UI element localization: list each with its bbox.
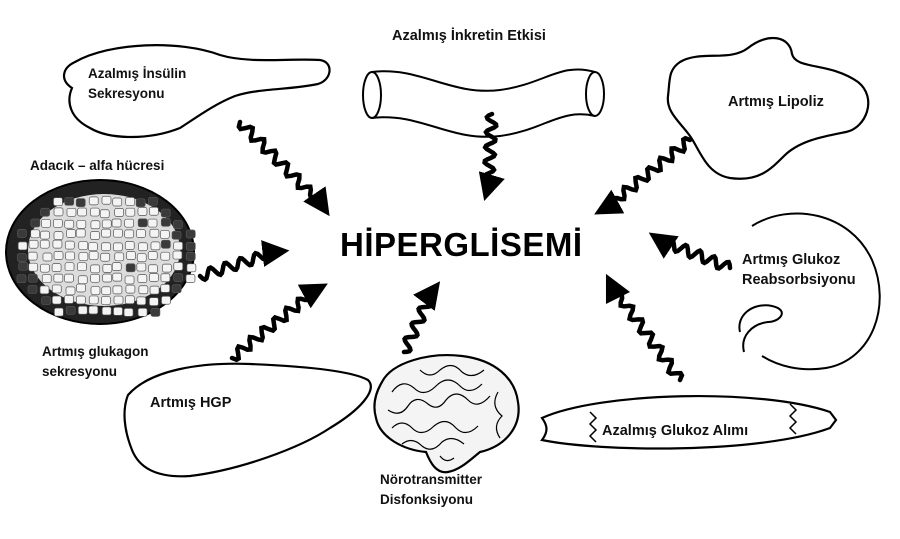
muscle-icon	[540, 394, 838, 450]
insulin-label: Azalmış İnsülin Sekresyonu	[88, 64, 186, 104]
liver-icon	[123, 362, 372, 478]
lipolysis-label: Artmış Lipoliz	[728, 92, 824, 112]
brain-icon	[373, 354, 520, 474]
arrow-from-brain	[401, 281, 441, 355]
adipose-icon	[666, 36, 870, 180]
glucose-reabsorption-line1: Artmış Glukoz	[742, 252, 841, 268]
arrow-from-muscle	[605, 273, 685, 383]
hgp-label: Artmış HGP	[150, 393, 231, 413]
insulin-label-line2: Sekresyonu	[88, 86, 165, 101]
neurotransmitter-label: Nörotransmitter Disfonksiyonu	[380, 470, 482, 510]
arrow-from-liver	[229, 283, 328, 363]
wavy-arrow-group	[197, 111, 733, 383]
arrow-from-kidney	[648, 232, 733, 271]
lipolysis-label-text: Artmış Lipoliz	[728, 94, 824, 110]
kidney-icon	[738, 212, 881, 371]
islet-icon	[5, 179, 197, 325]
neurotransmitter-label-line2: Disfonksiyonu	[380, 492, 474, 507]
arrow-from-insulin	[236, 119, 330, 217]
arrow-from-islet	[197, 240, 290, 283]
glucagon-label-line2: sekresyonu	[42, 364, 118, 379]
glucagon-label-line1: Artmış glukagon	[42, 344, 149, 359]
pancreas-icon	[63, 44, 331, 139]
glucagon-label: Artmış glukagon sekresyonu	[42, 342, 149, 382]
insulin-label-line1: Azalmış İnsülin	[88, 66, 187, 81]
glucose-uptake-label: Azalmış Glukoz Alımı	[602, 421, 748, 441]
arrow-from-incretin	[478, 111, 505, 201]
arrow-from-lipolysis	[594, 135, 693, 215]
incretin-label-text: Azalmış İnkretin Etkisi	[392, 28, 546, 44]
incretin-label: Azalmış İnkretin Etkisi	[392, 26, 546, 46]
center-title: HİPERGLİSEMİ	[340, 226, 583, 264]
hgp-label-text: Artmış HGP	[150, 395, 232, 411]
islet-label: Adacık – alfa hücresi	[30, 156, 164, 176]
neurotransmitter-label-line1: Nörotransmitter	[380, 472, 483, 487]
islet-label-text: Adacık – alfa hücresi	[30, 158, 165, 173]
glucose-uptake-label-text: Azalmış Glukoz Alımı	[602, 423, 749, 439]
intestine-icon	[362, 68, 605, 138]
center-title-text: HİPERGLİSEMİ	[340, 226, 583, 263]
glucose-reabsorption-label: Artmış Glukoz Reabsorbsiyonu	[742, 250, 856, 290]
glucose-reabsorption-line2: Reabsorbsiyonu	[742, 272, 856, 288]
